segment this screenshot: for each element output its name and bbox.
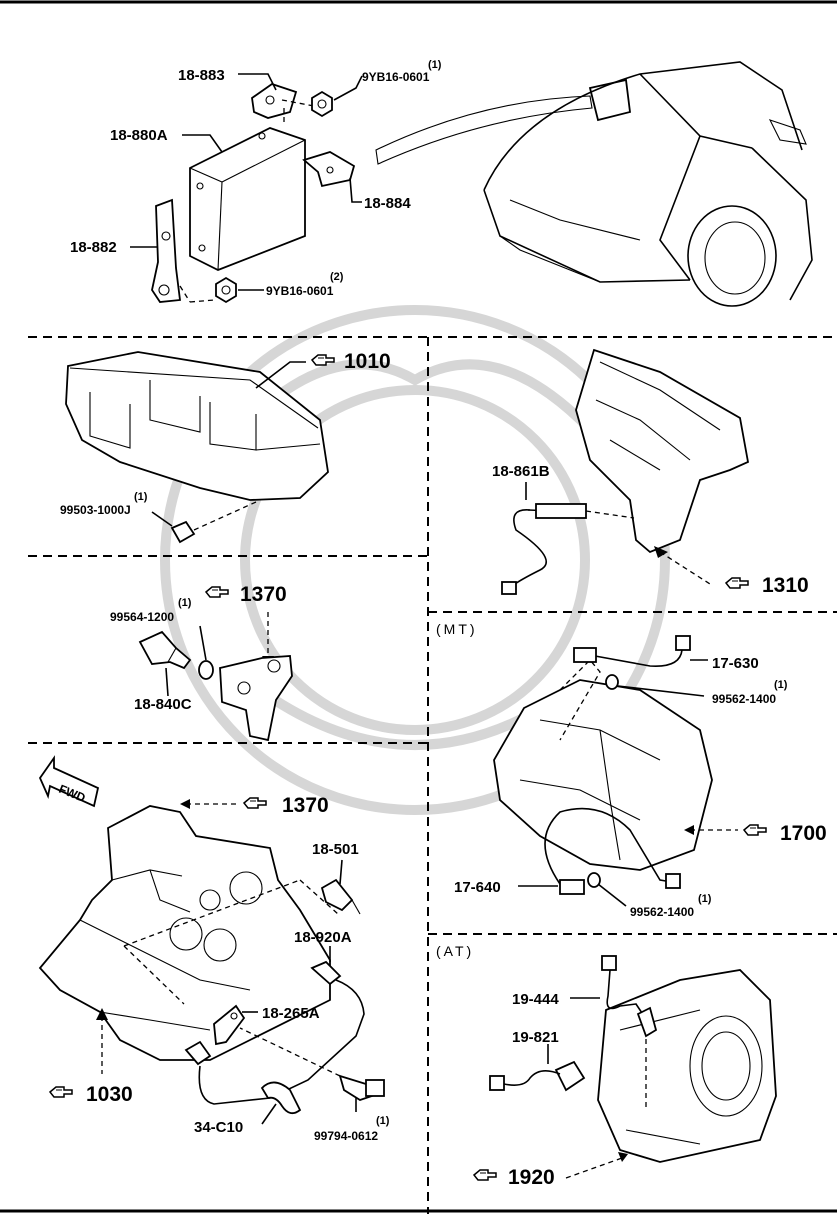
label-18-882: 18-882 <box>70 239 117 256</box>
label-99562-1400-top: 99562-1400 <box>712 692 776 706</box>
label-9yb16-bottom: 9YB16-0601 <box>266 284 334 298</box>
gasket-mt-top[interactable] <box>605 674 619 690</box>
ref-1030: 1030 <box>86 1083 133 1106</box>
ecu-section: 18-883 (1) 9YB16-0601 18-880A 18-884 18-… <box>70 59 813 307</box>
mt-section: (MT) 17-630 (1) 99562-1400 1700 <box>436 621 827 919</box>
sensor-18-920a[interactable] <box>184 960 365 1105</box>
switch-18-501[interactable] <box>320 878 361 915</box>
qty-gasket-mt-top: (1) <box>774 679 788 691</box>
gasket-99564[interactable] <box>198 660 214 680</box>
label-18-884: 18-884 <box>364 195 411 212</box>
label-9yb16-top: 9YB16-0601 <box>362 70 430 84</box>
bracket-right[interactable] <box>302 151 356 188</box>
qty-plug: (1) <box>134 491 148 503</box>
label-99794-0612: 99794-0612 <box>314 1129 378 1143</box>
sensor-17-640[interactable] <box>544 807 681 895</box>
clip-34-c10[interactable] <box>260 1081 302 1115</box>
intake-section: 18-861B 1310 <box>492 348 809 597</box>
qty-gasket-mt-bottom: (1) <box>698 893 712 905</box>
section-mt: (MT) <box>436 621 478 637</box>
label-34-c10: 34-C10 <box>194 1119 243 1136</box>
bolt-99794[interactable] <box>239 1027 385 1101</box>
qty-bolt: (1) <box>376 1115 390 1127</box>
automatic-transaxle <box>597 969 777 1163</box>
water-temp-section: 1370 (1) 99564-1200 18-840C <box>110 583 293 742</box>
manual-transaxle <box>493 659 713 871</box>
qty-nut-top: (1) <box>428 59 442 71</box>
ref-1700: 1700 <box>780 822 827 845</box>
label-99503-1000j: 99503-1000J <box>60 503 131 517</box>
fwd-arrow: FWD <box>38 755 100 808</box>
label-18-920a: 18-920A <box>294 929 352 946</box>
label-19-821: 19-821 <box>512 1029 559 1046</box>
nut-bottom[interactable] <box>215 276 237 304</box>
engine-section: FWD 1370 18-501 <box>38 755 390 1143</box>
watermark-emblem <box>160 305 670 815</box>
ref-1370-lower: 1370 <box>282 794 329 817</box>
section-at: (AT) <box>436 943 474 959</box>
qty-gasket-99564: (1) <box>178 597 192 609</box>
qty-nut-bottom: (2) <box>330 271 344 283</box>
gasket-mt-bottom[interactable] <box>587 872 601 888</box>
label-17-640: 17-640 <box>454 879 501 896</box>
ecu-module[interactable] <box>189 127 306 271</box>
cylinder-head-section: 1010 (1) 99503-1000J <box>60 350 391 544</box>
label-18-880a: 18-880A <box>110 127 168 144</box>
label-18-501: 18-501 <box>312 841 359 858</box>
label-18-265a: 18-265A <box>262 1005 320 1022</box>
label-18-861b: 18-861B <box>492 463 550 480</box>
at-section: (AT) 19-444 19-821 1920 <box>436 943 777 1189</box>
oxygen-sensor-18-861b[interactable] <box>501 503 635 595</box>
ref-1010: 1010 <box>344 350 391 373</box>
ref-1310: 1310 <box>762 574 809 597</box>
bracket-left[interactable] <box>151 198 215 303</box>
nut-top[interactable] <box>311 90 333 118</box>
label-19-444: 19-444 <box>512 991 559 1008</box>
plug-99503[interactable] <box>170 501 257 544</box>
section-dividers <box>28 336 837 1214</box>
cylinder-head <box>65 351 329 501</box>
label-99564-1200: 99564-1200 <box>110 610 174 624</box>
label-18-883: 18-883 <box>178 67 225 84</box>
label-99562-1400-bottom: 99562-1400 <box>630 905 694 919</box>
bracket-18-265a[interactable] <box>213 1004 246 1046</box>
sensor-18-840c[interactable] <box>138 630 192 670</box>
label-18-840c: 18-840C <box>134 696 192 713</box>
engine-block <box>38 805 339 1061</box>
sensor-17-630[interactable] <box>573 635 691 667</box>
ref-1370-upper: 1370 <box>240 583 287 606</box>
sensor-19-821[interactable] <box>489 1060 586 1092</box>
thermostat-housing <box>219 655 293 742</box>
car-illustration <box>375 61 813 307</box>
ref-1920: 1920 <box>508 1166 555 1189</box>
label-17-630: 17-630 <box>712 655 759 672</box>
sensor-19-444[interactable] <box>601 955 658 1038</box>
bracket-top[interactable] <box>251 83 315 124</box>
intake-manifold <box>575 348 750 554</box>
